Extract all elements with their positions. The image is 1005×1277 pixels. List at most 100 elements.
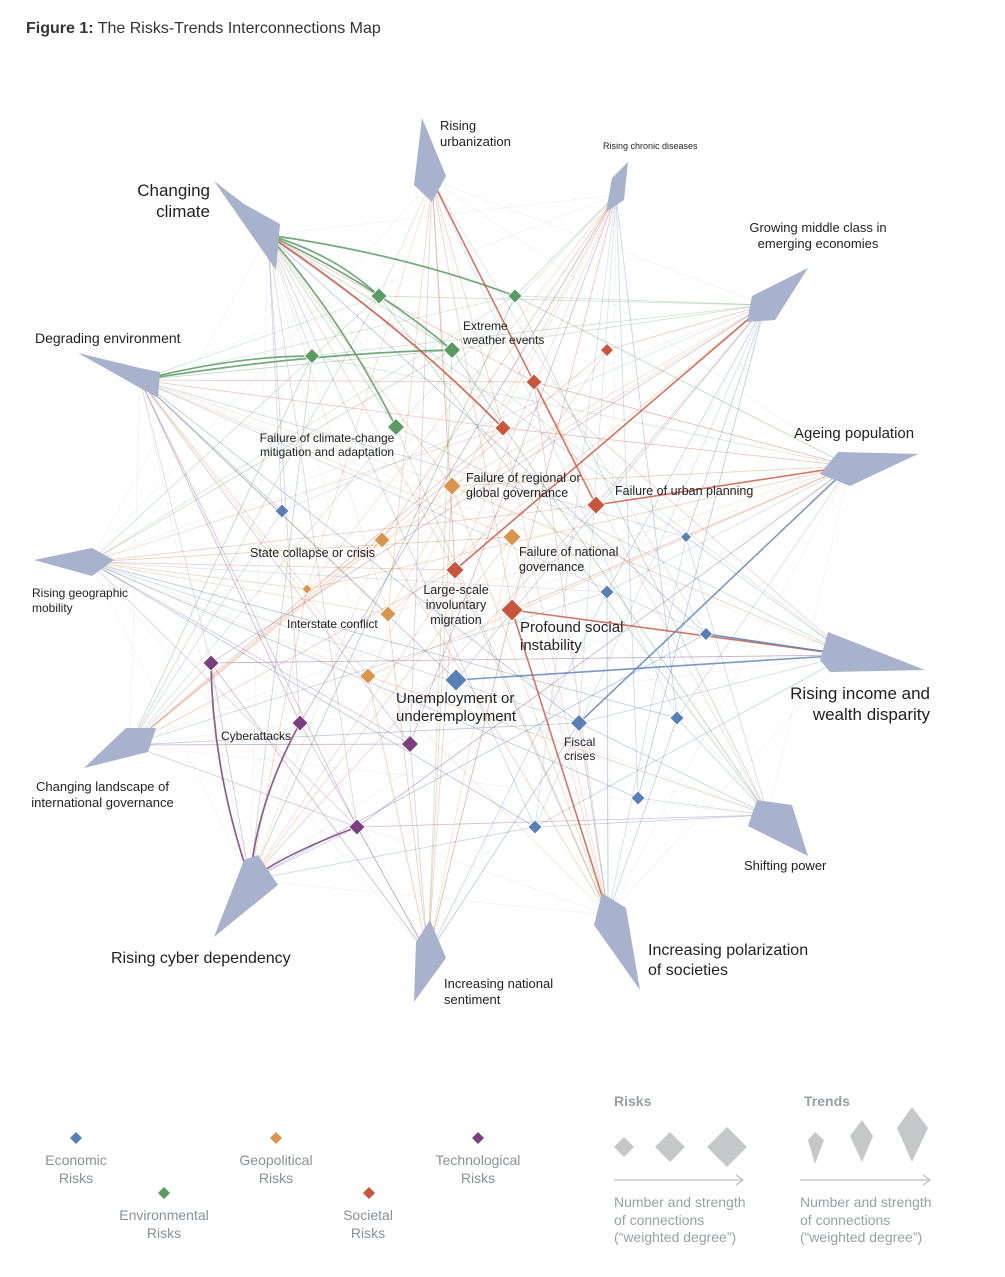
connection-line xyxy=(606,465,851,593)
connection-line xyxy=(431,179,707,635)
risk-node-minor xyxy=(599,584,615,600)
trend-label-cyberdep: Rising cyber dependency xyxy=(111,950,291,967)
legend-swatch-environmental xyxy=(158,1187,170,1199)
trend-shape-income xyxy=(820,632,925,672)
connection-line xyxy=(306,194,617,590)
connection-line xyxy=(431,179,513,611)
connection-line xyxy=(129,485,453,746)
strong-connection-line xyxy=(455,654,849,681)
connection-line xyxy=(502,427,609,916)
strong-connection-line xyxy=(139,349,453,381)
connection-line xyxy=(249,349,608,881)
connection-line xyxy=(129,744,609,916)
connection-line xyxy=(129,510,283,746)
connection-line xyxy=(89,561,411,745)
connection-line xyxy=(767,465,851,816)
connection-line xyxy=(89,295,380,563)
legend-risks-note: Number and strength of connections (“wei… xyxy=(614,1194,746,1245)
connection-line xyxy=(685,536,769,816)
connection-line xyxy=(89,349,453,563)
connection-line xyxy=(267,234,397,428)
connection-line xyxy=(676,465,851,719)
connection-line xyxy=(139,379,453,487)
connection-line xyxy=(431,179,456,571)
connection-line xyxy=(249,588,308,881)
connection-line xyxy=(356,826,429,956)
connection-line xyxy=(89,561,358,828)
connection-line xyxy=(427,349,453,956)
trend-shape-national xyxy=(414,920,446,1002)
legend-trends-heading: Trends xyxy=(804,1093,850,1109)
strong-connection-line xyxy=(139,355,313,381)
risk-label-state_collapse: State collapse or crisis xyxy=(250,546,376,560)
connection-line xyxy=(607,536,687,916)
connection-line xyxy=(129,569,456,746)
risk-label-cyberattacks: Cyberattacks xyxy=(221,729,292,743)
connection-line xyxy=(306,179,433,590)
risk-node-minor xyxy=(494,419,512,437)
connection-line xyxy=(89,304,766,563)
connection-line xyxy=(89,504,597,563)
connection-line xyxy=(129,744,358,828)
risk-node-minor xyxy=(274,503,290,519)
connection-line xyxy=(676,717,769,816)
connection-line xyxy=(210,654,849,664)
risk-node-minor xyxy=(359,667,377,685)
trend-label-middleclass: Growing middle class in emerging economi… xyxy=(749,220,887,252)
connection-line xyxy=(367,675,429,956)
strong-connection-line xyxy=(267,234,504,429)
risk-node-social_instability xyxy=(500,598,524,622)
connection-line xyxy=(267,234,535,383)
connection-line xyxy=(89,179,433,563)
connection-line xyxy=(299,722,429,956)
connection-line xyxy=(249,234,269,881)
connection-line xyxy=(139,379,411,745)
connection-line xyxy=(267,234,301,724)
connection-line xyxy=(281,304,766,512)
legend-swatch-geopolitical xyxy=(270,1132,282,1144)
connection-line xyxy=(431,179,453,487)
connection-line xyxy=(306,465,851,590)
connection-line xyxy=(378,295,766,306)
connection-line xyxy=(427,304,766,956)
connection-line xyxy=(249,355,313,881)
connection-line xyxy=(409,743,429,956)
connection-line xyxy=(533,381,851,467)
connection-line xyxy=(129,654,849,746)
risk-label-regional_gov: Failure of regional or global governance xyxy=(466,471,581,500)
trend-label-ageing: Ageing population xyxy=(794,425,915,442)
connection-line xyxy=(451,485,849,656)
risk-label-climate_failure: Failure of climate-change mitigation and… xyxy=(259,431,395,460)
connection-line xyxy=(311,355,851,467)
connection-line xyxy=(267,194,617,236)
trend-shape-climate xyxy=(214,181,280,270)
connection-line xyxy=(210,662,251,881)
strong-connection-line xyxy=(267,234,397,428)
risk-node-minor xyxy=(698,626,714,642)
legend-geopolitical-label: Geopolitical Risks xyxy=(239,1152,313,1186)
risk-node-minor xyxy=(525,373,543,391)
connection-line xyxy=(129,355,313,746)
connection-line xyxy=(431,179,609,916)
connection-line xyxy=(378,295,849,656)
risk-node-interstate xyxy=(379,605,397,623)
connection-line xyxy=(454,569,609,916)
connection-line xyxy=(299,194,617,724)
risk-node-minor xyxy=(400,734,420,754)
connection-line xyxy=(129,295,380,746)
connection-line xyxy=(606,304,766,593)
trend-label-degrading: Degrading environment xyxy=(35,330,181,346)
risk-node-minor xyxy=(301,583,313,595)
connection-line xyxy=(89,561,308,590)
risk-node-urban_planning xyxy=(586,495,606,515)
connection-line xyxy=(267,234,769,816)
connection-line xyxy=(267,234,389,615)
trend-shape-shifting xyxy=(748,800,808,856)
trend-label-mobility: Rising geographic mobility xyxy=(32,586,129,615)
legend-risk-size xyxy=(707,1127,747,1167)
connection-line xyxy=(139,379,358,828)
risk-label-unemployment: Unemployment or underemployment xyxy=(396,690,517,725)
connection-line xyxy=(615,194,639,799)
legend-swatch-societal xyxy=(363,1187,375,1199)
trend-shapes xyxy=(34,118,925,1002)
